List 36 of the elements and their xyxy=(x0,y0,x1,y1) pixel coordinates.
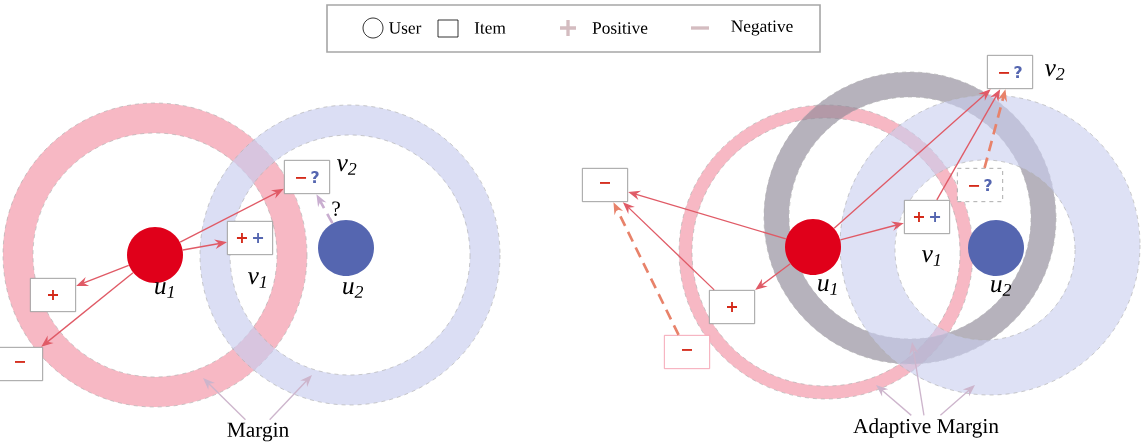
item-box: − ? xyxy=(956,167,1004,203)
margin-label: Margin xyxy=(227,422,289,442)
leader-line xyxy=(939,385,975,417)
user-label: u$_{1}$ xyxy=(155,282,174,298)
item-box: − xyxy=(581,167,629,203)
user-circle xyxy=(127,227,183,283)
arrow xyxy=(833,89,991,229)
item-box: + xyxy=(29,277,77,313)
user-label: u$_{2}$ xyxy=(991,280,1012,296)
user-label: u$_{1}$ xyxy=(818,279,837,295)
item-label: v$_{2}$ xyxy=(1045,64,1065,80)
arrow xyxy=(755,263,791,290)
legend-label: User xyxy=(389,22,422,34)
user-circle xyxy=(318,220,374,276)
user-label: u$_{2}$ xyxy=(343,282,364,298)
item-label: v$_{1}$ xyxy=(247,272,266,288)
leader-line xyxy=(876,385,912,417)
user-circle xyxy=(785,219,841,275)
item-box: + xyxy=(708,289,756,325)
item-box: + + xyxy=(226,220,274,256)
item-box: − xyxy=(663,334,711,370)
arrow xyxy=(41,272,134,347)
legend-label: Item xyxy=(474,22,506,34)
item-label: v$_{1}$ xyxy=(922,250,940,266)
legend-label: Negative xyxy=(731,20,793,36)
legend-label: Positive xyxy=(592,22,648,34)
user-circle xyxy=(968,220,1024,276)
item-label: v$_{2}$ xyxy=(336,159,357,175)
item-box: − ? xyxy=(283,159,331,195)
item-box: + + xyxy=(903,199,951,235)
leader-line xyxy=(269,375,312,421)
item-box: − xyxy=(0,346,44,382)
margin-label: Adaptive Margin xyxy=(853,418,999,438)
edge-label: ? xyxy=(330,200,343,218)
item-box: − ? xyxy=(986,54,1034,90)
leader-line xyxy=(203,378,247,421)
